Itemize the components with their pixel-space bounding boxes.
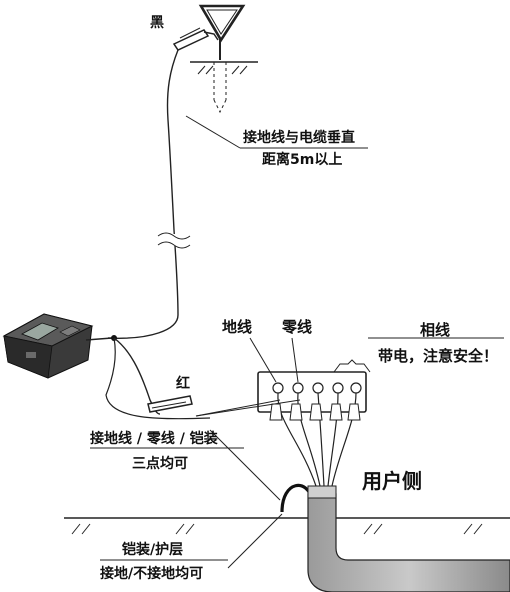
earth-wire-label: 地线 [222,318,252,336]
tester-instrument [2,313,117,379]
armor-note-2: 接地/不接地均可 [100,565,203,582]
red-lead-2 [105,337,211,420]
black-clip [172,27,219,51]
user-side-label: 用户侧 [362,469,422,493]
live-warning-label: 带电，注意安全！ [378,347,498,365]
phase-wire-label: 相线 [420,321,450,339]
terminal-box [257,371,367,487]
buried-cable [307,485,510,592]
red-clip [147,395,193,413]
red-clip-label: 红 [176,375,190,392]
distance-break-mark [157,232,191,249]
ground-line-note-1: 接地线与电缆垂直 [243,129,355,146]
ground-surface [64,517,510,535]
ground-line-note-2: 距离5m以上 [262,151,342,168]
black-lead [107,49,179,339]
black-clip-label: 黑 [150,15,164,31]
ground-stake [190,4,258,114]
three-point-note-2: 三点均可 [132,455,188,472]
red-lead [113,337,161,415]
display-screen [21,322,59,341]
neutral-wire-label: 零线 [281,318,312,336]
armor-note-1: 铠装/护层 [122,541,183,558]
three-point-note-1: 接地线 / 零线 / 铠装 [90,430,219,447]
